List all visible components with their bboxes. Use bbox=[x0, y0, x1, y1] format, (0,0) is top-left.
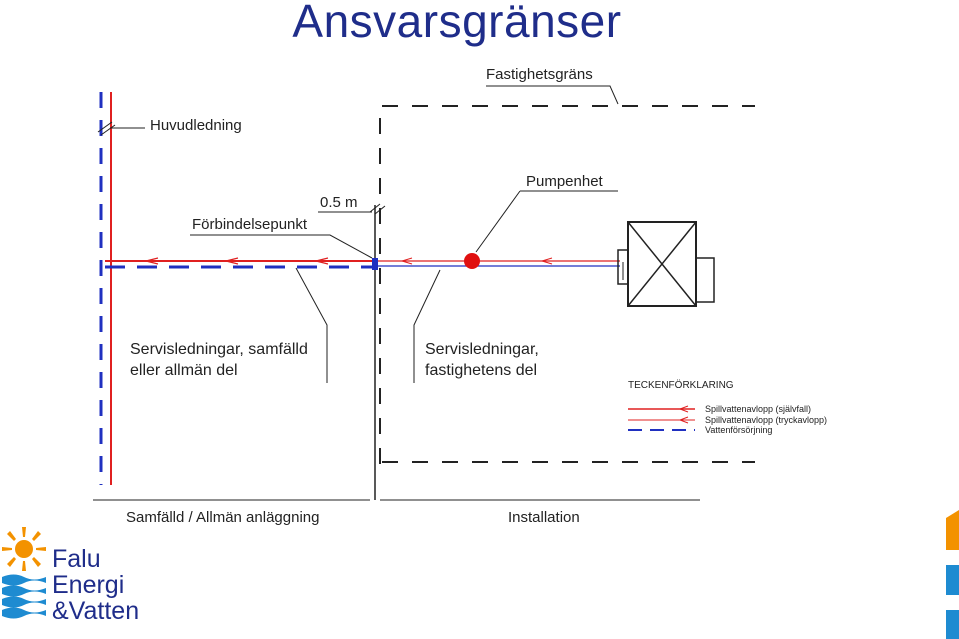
legend-item-0: Spillvattenavlopp (självfall) bbox=[705, 404, 811, 414]
leader-lines bbox=[190, 85, 619, 383]
logo-text-line1: Falu bbox=[52, 545, 101, 573]
sun-wave-icon bbox=[2, 527, 46, 619]
legend: TECKENFÖRKLARING Spillvattenavlopp (själ… bbox=[628, 379, 827, 435]
label-serv-samfalld-2: eller allmän del bbox=[130, 362, 238, 379]
deco-orange-bar bbox=[946, 510, 959, 550]
deco-blue-bar-2 bbox=[946, 610, 959, 639]
building-icon bbox=[617, 221, 715, 307]
service-line-shared bbox=[105, 257, 376, 269]
legend-item-2: Vattenförsörjning bbox=[705, 425, 772, 435]
company-logo: Falu Energi &Vatten bbox=[0, 525, 160, 635]
label-zone-right: Installation bbox=[508, 509, 580, 526]
label-serv-fastighet-1: Servisledningar, bbox=[425, 341, 539, 358]
pump-unit-dot bbox=[464, 253, 480, 269]
label-distance: 0.5 m bbox=[320, 194, 358, 211]
property-boundary bbox=[379, 105, 755, 470]
legend-item-1: Spillvattenavlopp (tryckavlopp) bbox=[705, 415, 827, 425]
deco-blue-bar-1 bbox=[946, 565, 959, 595]
main-line bbox=[97, 92, 145, 485]
logo-text-line3: &Vatten bbox=[52, 597, 140, 625]
page-title: Ansvarsgränser bbox=[292, 0, 622, 47]
label-forbindelsepunkt: Förbindelsepunkt bbox=[192, 216, 308, 233]
logo-text-line2: Energi bbox=[52, 571, 125, 599]
label-serv-fastighet-2: fastighetens del bbox=[425, 362, 537, 379]
label-pumpenhet: Pumpenhet bbox=[526, 173, 604, 190]
label-zone-left: Samfälld / Allmän anläggning bbox=[126, 509, 319, 526]
label-fastighetsgrans: Fastighetsgräns bbox=[486, 66, 593, 83]
label-huvudledning: Huvudledning bbox=[150, 117, 242, 134]
legend-title: TECKENFÖRKLARING bbox=[628, 379, 734, 391]
connection-point bbox=[369, 203, 386, 500]
label-serv-samfalld-1: Servisledningar, samfälld bbox=[130, 341, 308, 358]
service-line-property bbox=[378, 253, 620, 269]
